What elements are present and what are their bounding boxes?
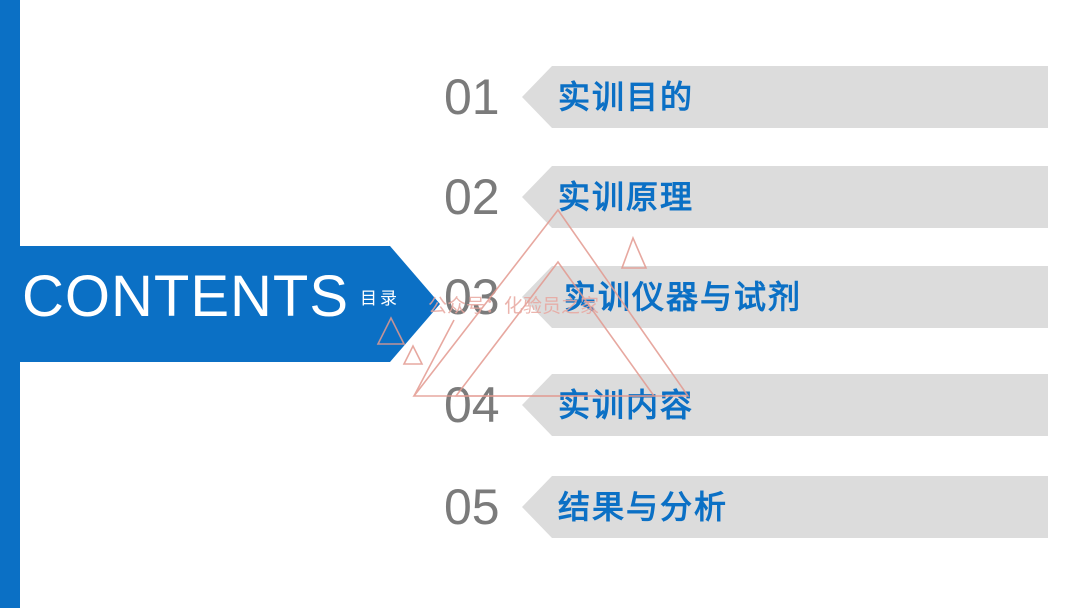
toc-item-4[interactable]: 04 实训内容 bbox=[0, 374, 1080, 436]
left-accent-bar bbox=[0, 0, 20, 608]
watermark-text: 公众号：化验员之家 bbox=[428, 296, 600, 317]
toc-item-5[interactable]: 05 结果与分析 bbox=[0, 476, 1080, 538]
toc-label: 实训内容 bbox=[558, 387, 695, 423]
toc-number: 02 bbox=[444, 169, 500, 225]
contents-title: CONTENTS bbox=[22, 264, 349, 329]
toc-number: 05 bbox=[444, 479, 500, 535]
contents-subtitle: 目录 bbox=[360, 289, 400, 308]
toc-band bbox=[522, 66, 1048, 128]
toc-item-1[interactable]: 01 实训目的 bbox=[0, 66, 1080, 128]
toc-band bbox=[522, 476, 1048, 538]
toc-number: 01 bbox=[444, 69, 500, 125]
toc-label: 实训仪器与试剂 bbox=[564, 279, 803, 315]
toc-item-2[interactable]: 02 实训原理 bbox=[0, 166, 1080, 228]
toc-label: 实训目的 bbox=[558, 79, 695, 115]
toc-label: 结果与分析 bbox=[558, 489, 729, 525]
toc-number: 04 bbox=[444, 377, 500, 433]
toc-label: 实训原理 bbox=[558, 179, 695, 215]
